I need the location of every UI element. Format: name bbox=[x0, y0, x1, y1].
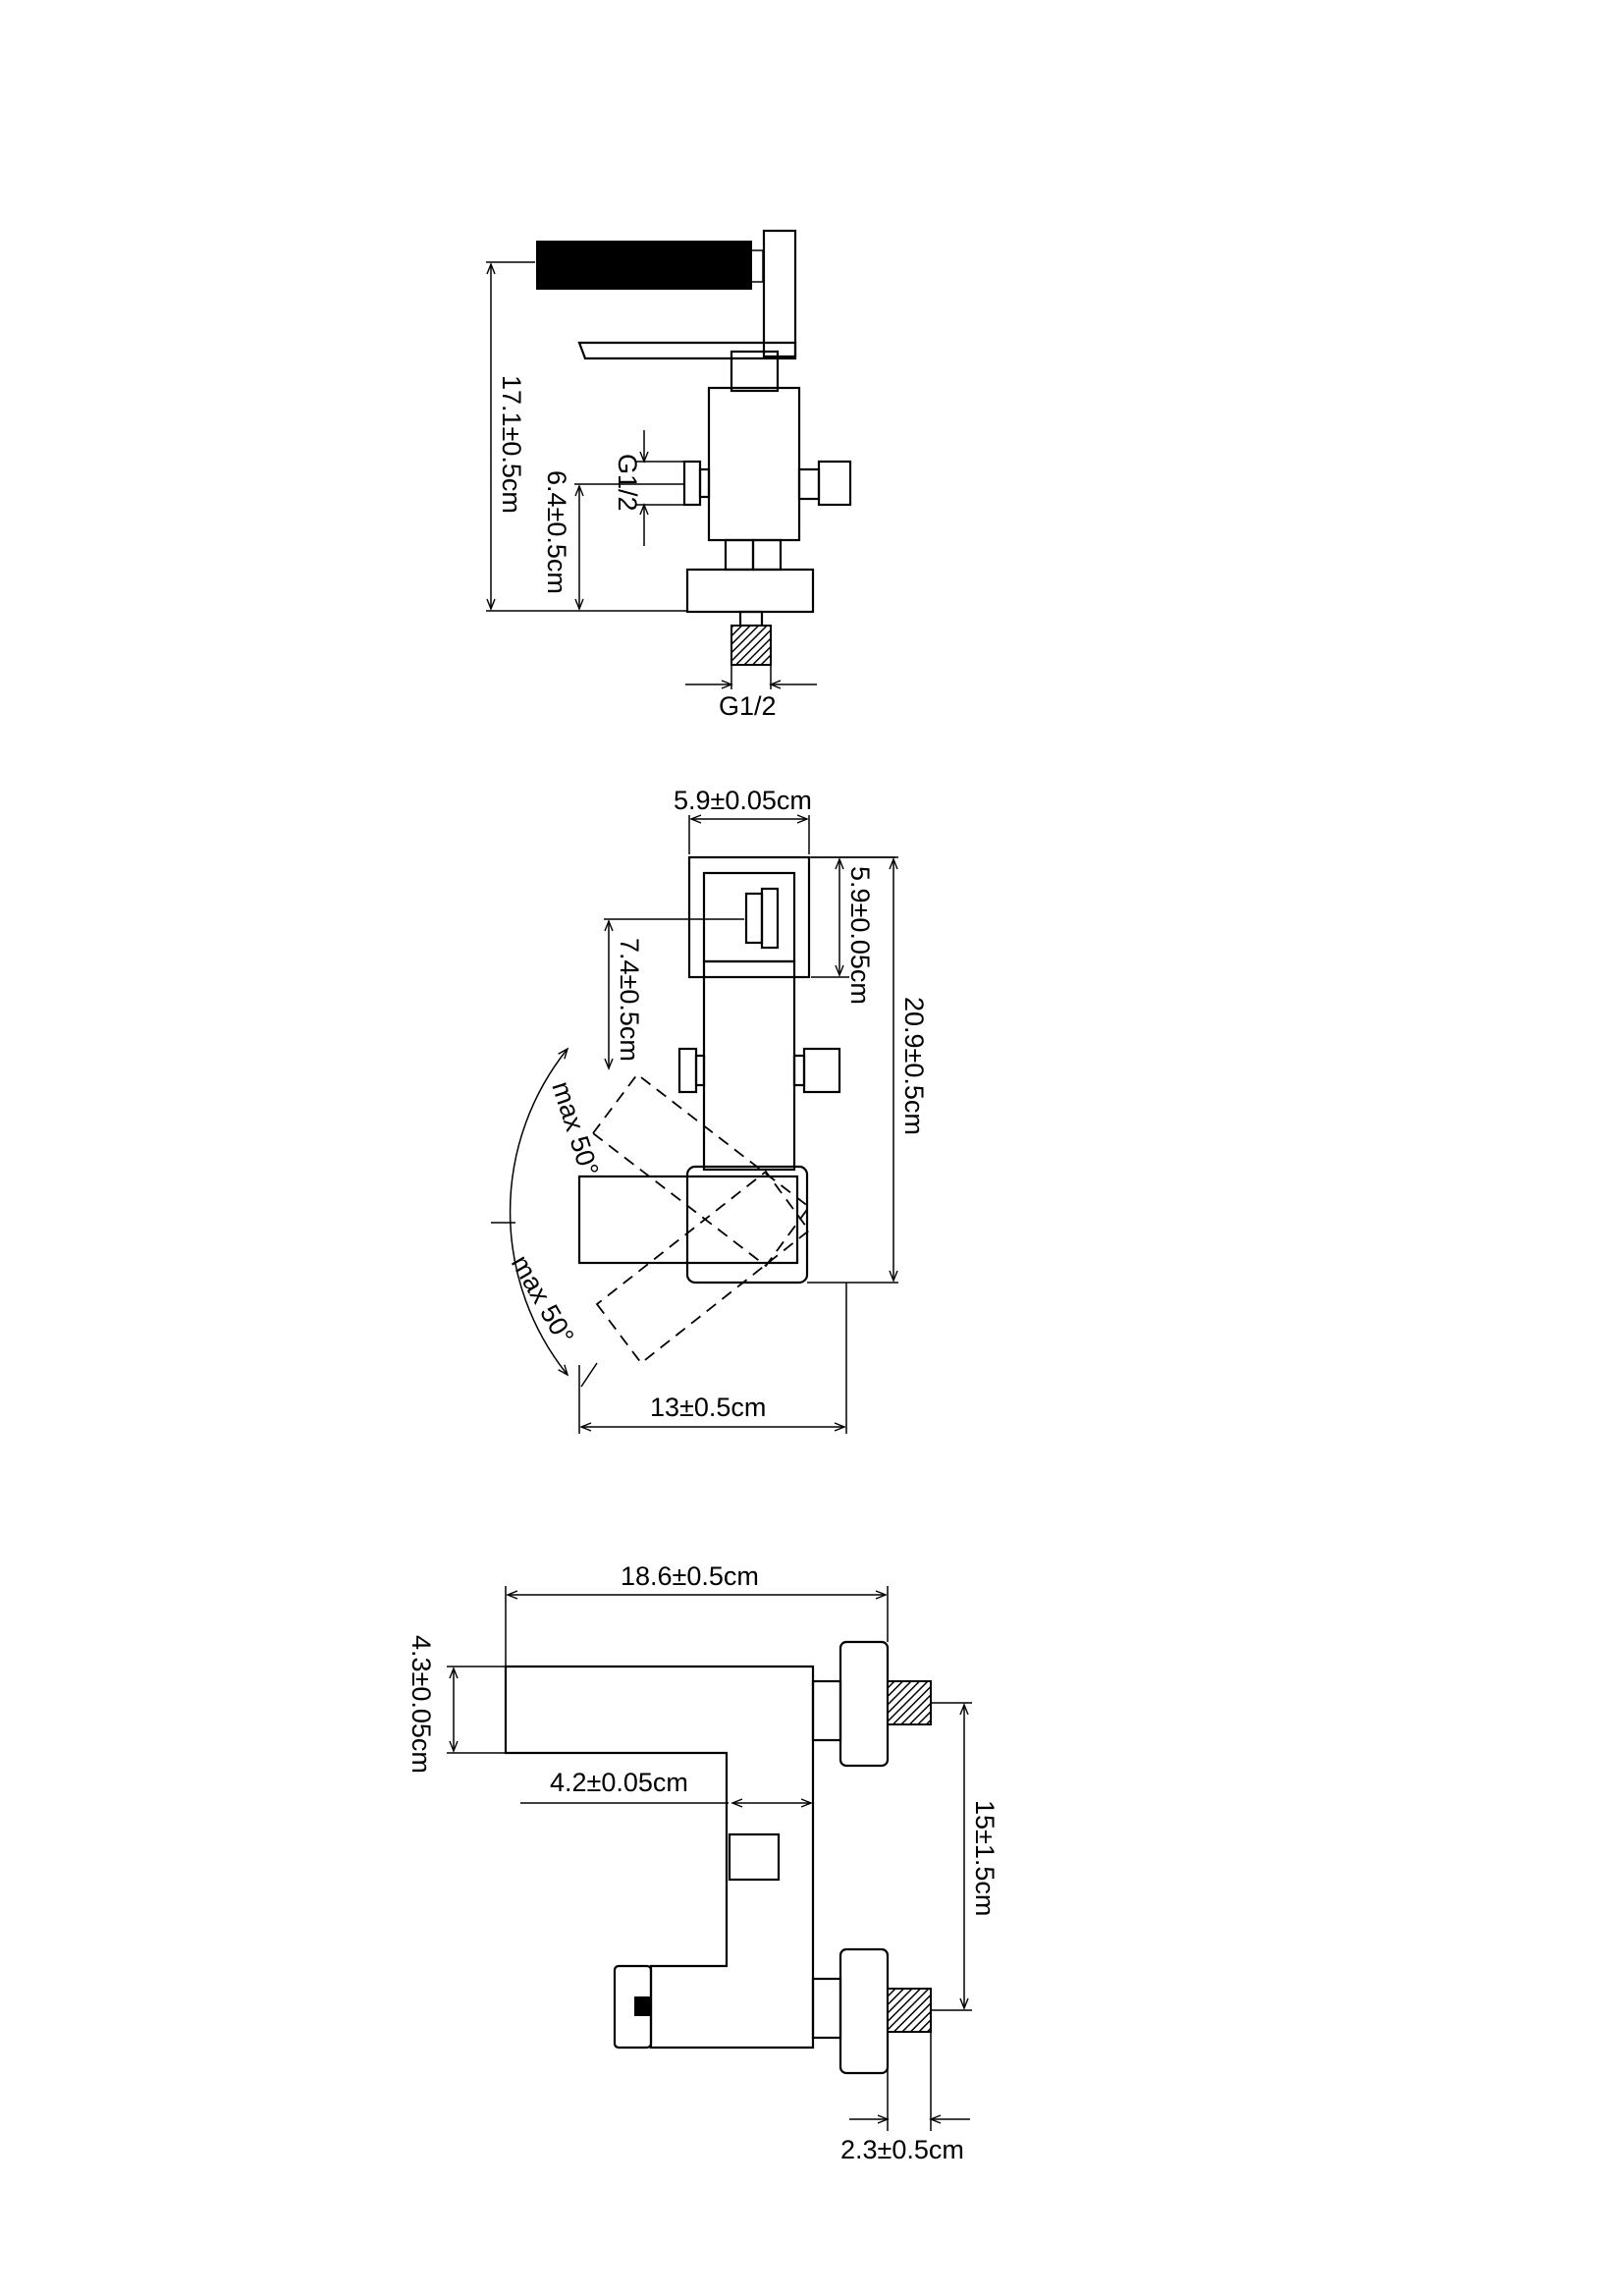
front-view: 18.6±0.5cm 4.3±0.05cm 4.2±0.05cm 15±1.5c… bbox=[406, 1561, 1000, 2164]
spout-top bbox=[577, 1175, 799, 1265]
dim-head-offset: 7.4±0.5cm bbox=[615, 938, 644, 1062]
upper-thread bbox=[887, 1680, 932, 1725]
dim-spout-height: 4.3±0.05cm bbox=[406, 1635, 436, 1774]
dim-spout-width: 13±0.5cm bbox=[650, 1393, 766, 1422]
dim-bottom-thread: G1/2 bbox=[719, 691, 777, 721]
dim-inlet-spacing: 15±1.5cm bbox=[970, 1800, 1000, 1916]
side-view: 17.1±0.5cm 6.4±0.5cm G1/2 G1/2 bbox=[486, 229, 852, 721]
top-view: max 50° max 50° 5.9±0.05cm 5.9±0.05cm 7.… bbox=[491, 786, 929, 1434]
shower-head-outline bbox=[687, 855, 811, 979]
dim-head-depth: 5.9±0.05cm bbox=[845, 866, 875, 1005]
spout-blade bbox=[577, 341, 797, 360]
dim-height-total: 17.1±0.5cm bbox=[497, 375, 526, 514]
dim-thread-length: 2.3±0.5cm bbox=[840, 2135, 964, 2164]
dim-total-length: 20.9±0.5cm bbox=[899, 997, 929, 1135]
hand-shower-head bbox=[536, 241, 752, 290]
bottom-thread bbox=[730, 625, 772, 666]
dim-total-width: 18.6±0.5cm bbox=[621, 1561, 759, 1591]
shower-holder-plate bbox=[762, 229, 797, 358]
lower-thread bbox=[887, 1988, 932, 2033]
dim-rotation-right: max 50° bbox=[506, 1250, 580, 1349]
mixer-body bbox=[707, 386, 801, 542]
dim-side-thread: G1/2 bbox=[613, 454, 642, 512]
base-flange bbox=[685, 568, 815, 614]
dim-head-width: 5.9±0.05cm bbox=[674, 786, 812, 815]
mixer-body-top bbox=[702, 959, 796, 1172]
dim-spout-inset: 4.2±0.05cm bbox=[550, 1768, 688, 1797]
dim-inlet-height: 6.4±0.5cm bbox=[542, 470, 571, 594]
body-front bbox=[504, 1665, 815, 2050]
